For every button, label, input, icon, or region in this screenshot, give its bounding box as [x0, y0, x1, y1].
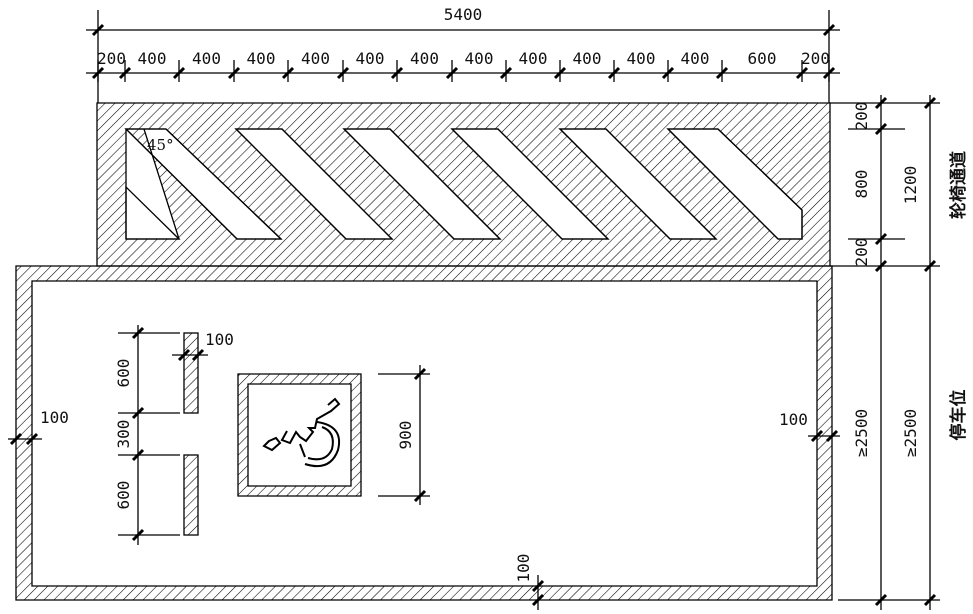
dim-left-border: 100	[40, 408, 69, 427]
dim-tick	[227, 66, 241, 80]
segment-dimension-label: 400	[247, 49, 276, 68]
dim-dash-gap: 300	[114, 420, 133, 449]
segment-dimension-label: 400	[573, 49, 602, 68]
dim-tick	[822, 66, 836, 80]
aisle-label: 轮椅通道	[948, 151, 969, 219]
dim-tick	[499, 66, 513, 80]
dash-mark-bottom	[183, 454, 199, 536]
dim-symbol-size: 900	[396, 421, 415, 450]
dim-aisle-inner: 800	[852, 170, 871, 199]
stall-label: 停车位	[948, 390, 969, 441]
aisle-stripe-5	[558, 128, 718, 240]
dim-tick	[118, 66, 132, 80]
dim-stall-inner: ≥2500	[852, 409, 871, 457]
dim-tick	[336, 66, 350, 80]
dim-tick	[445, 66, 459, 80]
dim-tick	[661, 66, 675, 80]
dim-dash-top: 600	[114, 359, 133, 388]
segment-dimension-label: 200	[801, 49, 830, 68]
aisle-stripe-3	[342, 128, 502, 240]
stall-internal-dimensions: 600 300 600 100 900 100 100 100	[8, 325, 840, 610]
segment-dimension-label: 200	[97, 49, 126, 68]
dim-top-border: 200	[852, 102, 871, 131]
dash-mark-top	[183, 332, 199, 414]
aisle-stripe-1	[124, 128, 283, 240]
segment-dimension-label: 400	[356, 49, 385, 68]
wheelchair-symbol-frame	[237, 373, 362, 497]
dim-line-width: 100	[205, 330, 234, 349]
wheelchair-icon	[262, 397, 341, 468]
dim-bottom-border-stall: 100	[514, 554, 533, 583]
segment-dimension-label: 400	[301, 49, 330, 68]
dim-tick	[715, 66, 729, 80]
segment-dimension-label: 400	[410, 49, 439, 68]
segment-dimension-label: 600	[748, 49, 777, 68]
angle-label: 45°	[147, 136, 174, 154]
dim-aisle-total: 1200	[901, 166, 920, 205]
dim-tick	[607, 66, 621, 80]
aisle-triangle-island	[125, 185, 181, 240]
dim-bottom-border: 200	[852, 238, 871, 267]
top-dimension-overall: 5400	[86, 5, 840, 103]
dim-tick	[390, 66, 404, 80]
dim-stall-outer: ≥2500	[901, 409, 920, 457]
top-dimension-segments: 200 400 400 400 400 400 400 400 400 400 400 400 600 2…	[86, 49, 840, 82]
dim-tick	[553, 66, 567, 80]
segment-dimension-label: 400	[192, 49, 221, 68]
dim-tick	[795, 66, 809, 80]
segment-dimension-label: 400	[627, 49, 656, 68]
aisle-stripe-4	[450, 128, 610, 240]
segment-dimension-label: 400	[681, 49, 710, 68]
dim-right-border: 100	[779, 410, 808, 429]
segment-dimension-label: 400	[465, 49, 494, 68]
segment-dimension-label: 400	[519, 49, 548, 68]
overall-width-label: 5400	[444, 5, 483, 24]
right-dimensions: 200 800 200 1200 ≥2500 ≥2500 轮椅通道 停车位	[830, 95, 969, 610]
aisle-stripe-2	[234, 128, 394, 240]
aisle-stripe-6	[666, 128, 803, 240]
dim-tick	[281, 66, 295, 80]
wheelchair-aisle: 45°	[96, 102, 831, 267]
dim-dash-bottom: 600	[114, 481, 133, 510]
dim-tick	[91, 66, 105, 80]
segment-dimension-label: 400	[138, 49, 167, 68]
parking-stall	[15, 265, 833, 601]
dim-tick	[172, 66, 186, 80]
